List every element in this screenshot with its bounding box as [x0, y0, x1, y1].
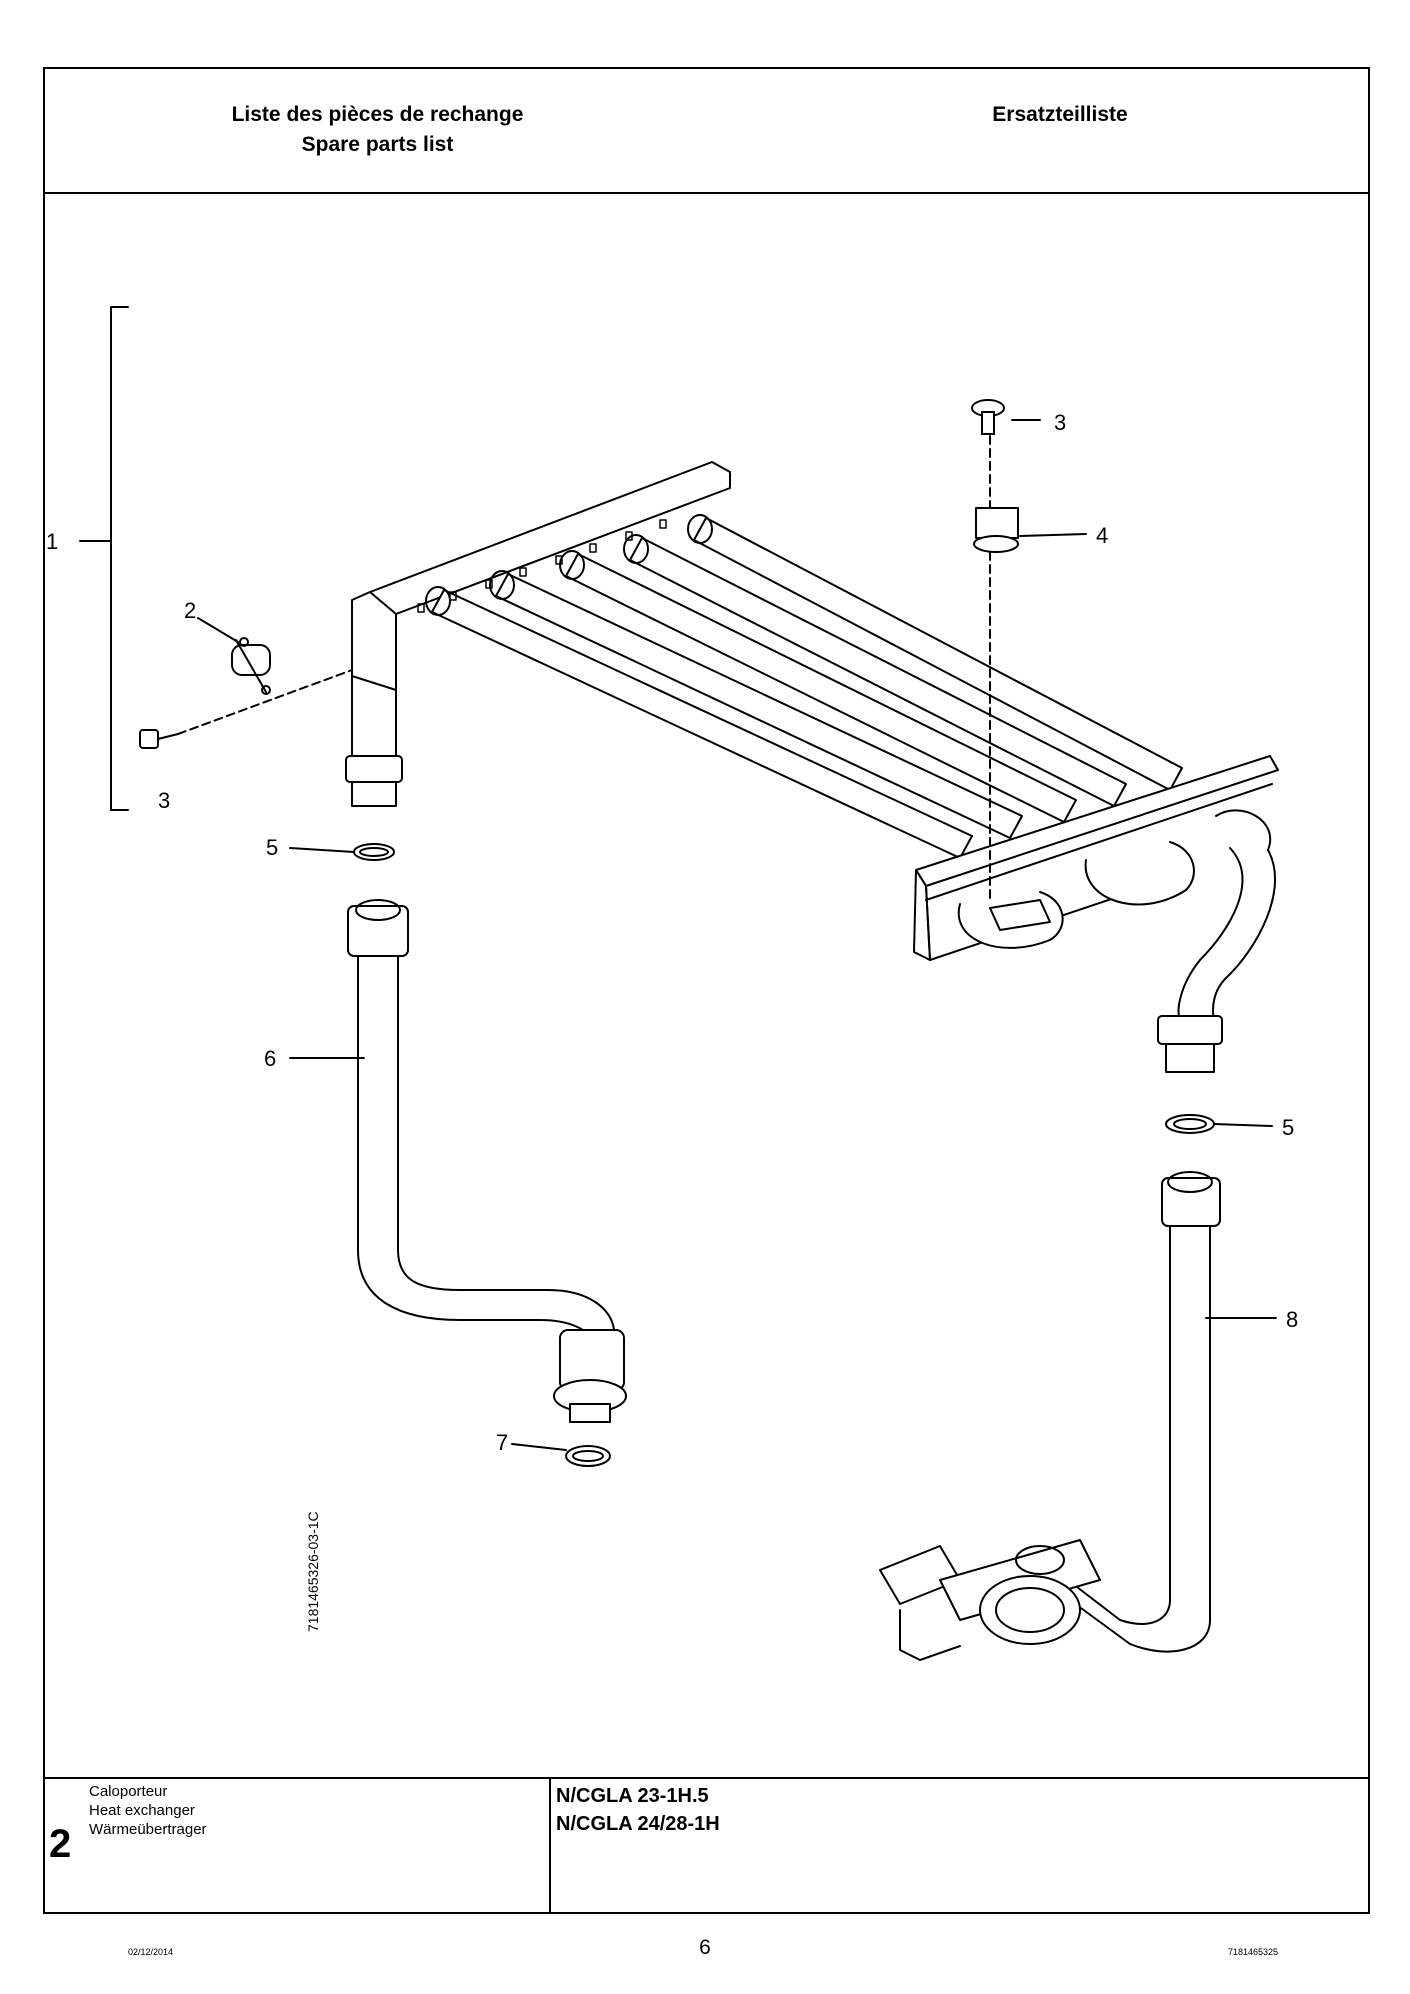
heat-exchanger-icon	[345, 461, 1279, 1073]
model-list: N/CGLA 23-1H.5 N/CGLA 24/28-1H	[556, 1782, 720, 1838]
model-2: N/CGLA 24/28-1H	[556, 1813, 720, 1835]
part-label-8: 8	[1286, 1307, 1298, 1332]
pipe-right-icon	[1009, 1171, 1221, 1653]
header-title-right: Ersatzteilliste	[900, 100, 1220, 130]
footer-column-divider	[549, 1777, 551, 1914]
water-valve-icon	[879, 1539, 1101, 1661]
drawing-code: 7181465326-03-1C	[305, 1511, 321, 1632]
header-title-left: Liste des pièces de rechange Spare parts…	[150, 100, 605, 160]
part-label-2: 2	[184, 598, 196, 623]
title-german: Ersatzteilliste	[992, 103, 1128, 126]
header-divider	[43, 192, 1370, 194]
exploded-view-drawing: 1 2 3 3 4 5 5 6 7 8 7181465326-03-1C	[46, 306, 1298, 1661]
part-label-5-right: 5	[1282, 1115, 1294, 1140]
group-name-english: Heat exchanger	[89, 1802, 195, 1819]
part-label-4: 4	[1096, 523, 1108, 548]
page-frame	[43, 67, 1370, 1914]
thermostat-icon	[231, 637, 271, 695]
part-label-3-top: 3	[1054, 410, 1066, 435]
part-label-1: 1	[46, 529, 58, 554]
seal-ring-icon-7	[565, 1445, 611, 1467]
part-label-5-left: 5	[266, 835, 278, 860]
group-number: 2	[49, 1822, 72, 1866]
pipe-left-icon	[347, 899, 627, 1423]
part-label-6: 6	[264, 1046, 276, 1071]
title-french: Liste des pièces de rechange	[231, 103, 524, 126]
document-code: 7181465325	[1228, 1947, 1279, 1957]
page-number: 6	[699, 1936, 711, 1959]
group-names: Caloporteur Heat exchanger Wärmeübertrag…	[89, 1782, 207, 1839]
screw-icon-top	[971, 399, 1005, 435]
footer-divider	[43, 1777, 1370, 1779]
sensor-clip-icon	[973, 507, 1019, 553]
page-date: 02/12/2014	[128, 1947, 174, 1957]
assembly-line	[177, 669, 353, 735]
screw-icon	[139, 729, 179, 749]
part-label-3-left: 3	[158, 788, 170, 813]
part-label-7: 7	[496, 1430, 508, 1455]
assembly-bracket	[79, 306, 129, 811]
group-name-german: Wärmeübertrager	[89, 1821, 207, 1838]
title-english: Spare parts list	[301, 133, 454, 156]
group-name-french: Caloporteur	[89, 1783, 168, 1800]
model-1: N/CGLA 23-1H.5	[556, 1785, 709, 1807]
